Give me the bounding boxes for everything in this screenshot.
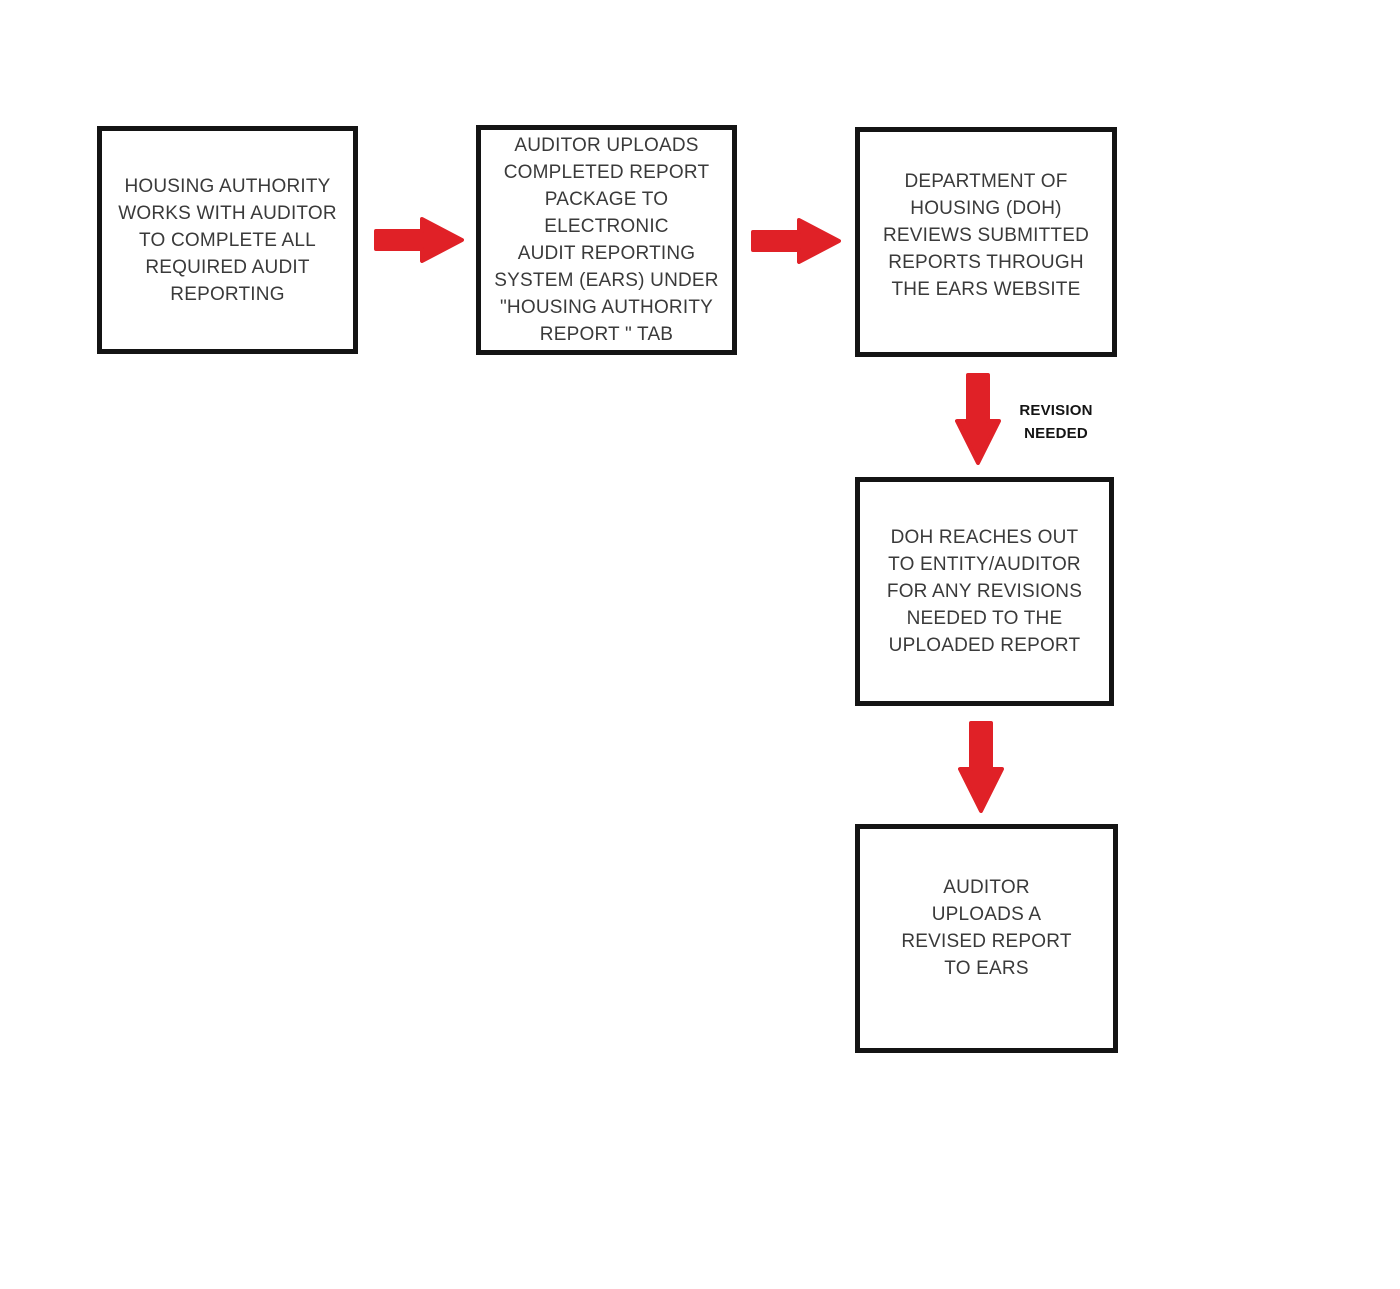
- arrow-down-shape: [958, 721, 1004, 813]
- flow-box-text: HOUSING AUTHORITY WORKS WITH AUDITOR TO …: [118, 175, 337, 305]
- flow-box-auditor-uploads-report-package: AUDITOR UPLOADS COMPLETED REPORT PACKAGE…: [476, 125, 737, 355]
- revision-needed-label: REVISION NEEDED: [1019, 402, 1093, 442]
- flow-box-text: DOH REACHES OUT TO ENTITY/AUDITOR FOR AN…: [886, 527, 1083, 656]
- arrow-down-shape: [955, 373, 1001, 465]
- flow-box-text: DEPARTMENT OF HOUSING (DOH) REVIEWS SUBM…: [882, 170, 1090, 300]
- flow-box-text: AUDITOR UPLOADS COMPLETED REPORT PACKAGE…: [494, 135, 719, 345]
- flow-arrow-down-icon: [958, 721, 1004, 813]
- flow-arrow-right-icon: [751, 218, 841, 264]
- arrow-right-shape: [751, 218, 841, 264]
- flow-box-doh-reviews-submitted-reports: DEPARTMENT OF HOUSING (DOH) REVIEWS SUBM…: [855, 127, 1117, 357]
- arrow-right-shape: [374, 217, 464, 263]
- flow-arrow-right-icon: [374, 217, 464, 263]
- flow-box-housing-authority-works-with-auditor: HOUSING AUTHORITY WORKS WITH AUDITOR TO …: [97, 126, 358, 354]
- flow-box-text: AUDITOR UPLOADS A REVISED REPORT TO EARS: [901, 876, 1072, 979]
- flow-box-auditor-uploads-revised-report: AUDITOR UPLOADS A REVISED REPORT TO EARS: [855, 824, 1118, 1053]
- flow-box-doh-reaches-out-for-revisions: DOH REACHES OUT TO ENTITY/AUDITOR FOR AN…: [855, 477, 1114, 706]
- flow-arrow-down-icon: [955, 373, 1001, 465]
